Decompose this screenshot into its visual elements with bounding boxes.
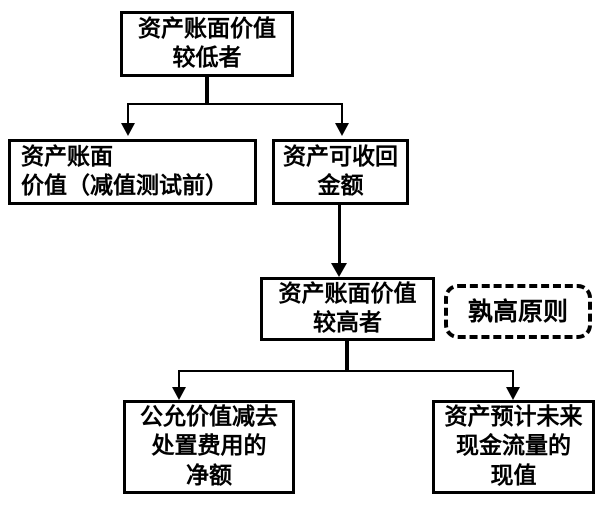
node-text-line: 价值（减值测试前） [21, 173, 228, 199]
node-text-line: 现值 [490, 462, 537, 489]
node-recoverable-amount: 资产可收回 金额 [272, 139, 409, 205]
node-text-line: 金额 [317, 173, 364, 199]
node-text-line: 孰高原则 [467, 296, 568, 326]
node-text-line: 资产账面价值 [278, 280, 417, 307]
connector-drop-bottom-right [512, 370, 514, 387]
node-text-line: 现金流量的 [456, 433, 571, 460]
connector-bottom-stem [345, 340, 349, 372]
node-text-line: 处置费用的 [151, 433, 267, 460]
node-fair-value-less-disposal-costs: 公允价值减去 处置费用的 净额 [123, 400, 295, 494]
connector-drop-bottom-left [178, 370, 180, 387]
connector-top-stem [205, 76, 209, 105]
node-text-line: 资产账面 [21, 143, 113, 170]
connector-drop-left [127, 103, 129, 123]
node-text-line: 较高者 [313, 310, 382, 336]
connector-middle-vertical [338, 204, 341, 263]
node-text-line: 净额 [186, 462, 232, 489]
arrow-down-icon [172, 387, 186, 400]
node-present-value-future-cash-flows: 资产预计未来 现金流量的 现值 [432, 400, 595, 494]
node-carrying-amount-before-test: 资产账面 价值（减值测试前） [8, 139, 257, 205]
arrow-down-icon [121, 123, 135, 136]
connector-drop-right [341, 103, 343, 123]
note-higher-of-principle: 孰高原则 [444, 284, 592, 339]
node-carrying-amount-lower: 资产账面价值 较低者 [120, 11, 294, 77]
connector-top-horizontal [127, 103, 343, 105]
node-text-line: 资产账面价值 [138, 15, 276, 42]
node-text-line: 资产可收回 [283, 143, 398, 170]
connector-bottom-horizontal [178, 370, 514, 372]
arrow-down-icon [506, 387, 520, 400]
arrow-down-icon [331, 263, 347, 277]
node-carrying-amount-higher: 资产账面价值 较高者 [260, 277, 435, 341]
node-text-line: 公允价值减去 [140, 403, 278, 430]
node-text-line: 较低者 [172, 45, 242, 71]
node-text-line: 资产预计未来 [444, 403, 583, 430]
arrow-down-icon [335, 123, 349, 136]
